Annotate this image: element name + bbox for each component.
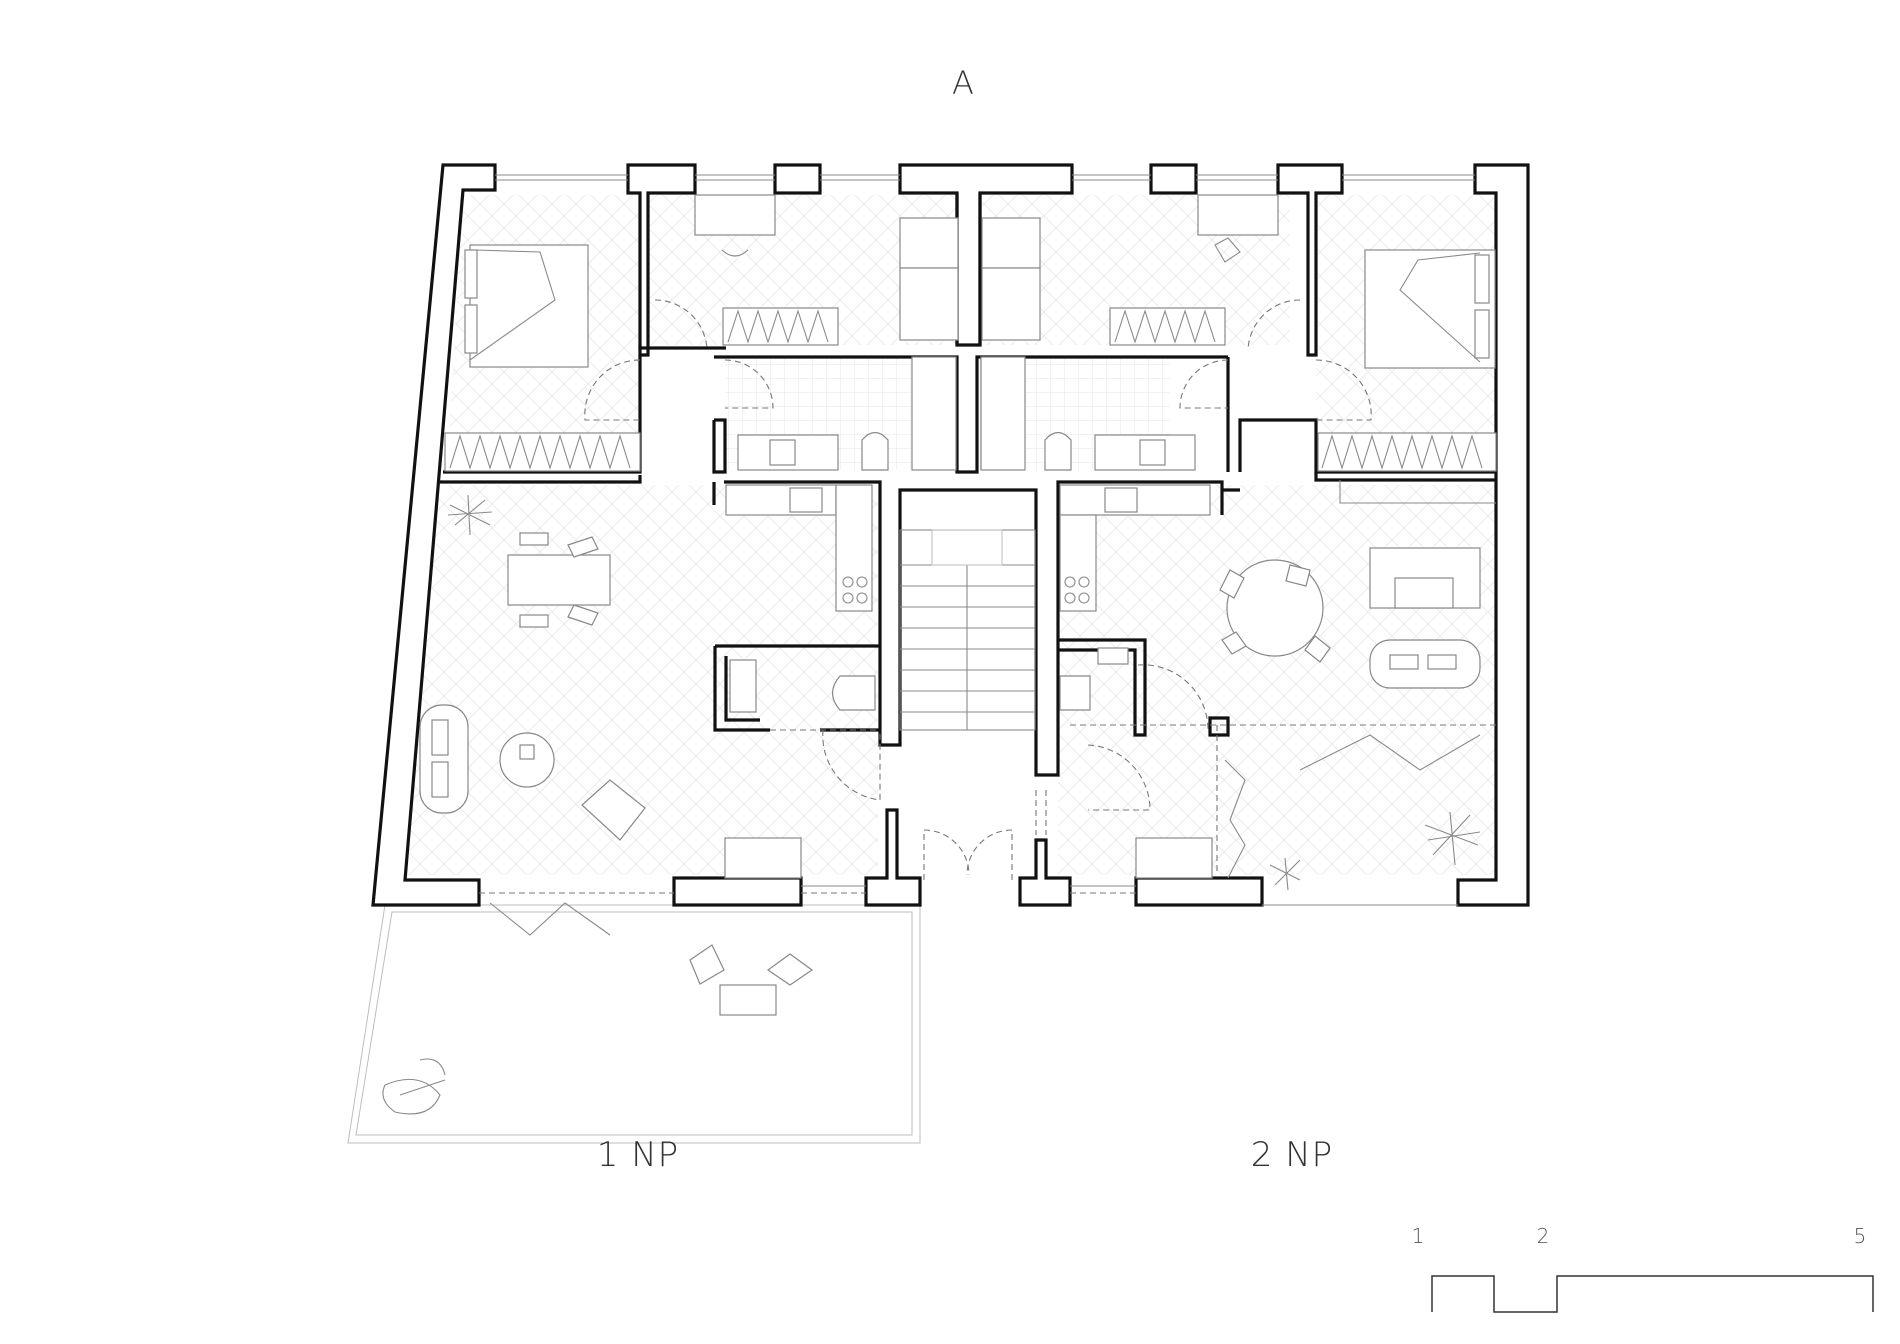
scale-bar bbox=[1431, 1275, 1874, 1313]
level-label-2np: 2 NP bbox=[1250, 1135, 1334, 1175]
bathrooms bbox=[729, 356, 1196, 713]
living-furniture bbox=[419, 480, 1496, 841]
terrace bbox=[347, 902, 921, 1144]
scale-label-1: 1 bbox=[1411, 1224, 1425, 1248]
level-label-1np: 1 NP bbox=[596, 1135, 680, 1175]
terrace-furniture bbox=[382, 944, 814, 1115]
desks bbox=[694, 194, 1279, 263]
kitchens bbox=[725, 484, 1211, 612]
door-swings bbox=[584, 299, 1372, 880]
exterior-walls bbox=[371, 163, 1530, 907]
wardrobes bbox=[444, 307, 1497, 879]
windows bbox=[479, 174, 1475, 906]
bed-left bbox=[464, 244, 589, 368]
staircase bbox=[899, 529, 1036, 731]
scale-label-2: 2 bbox=[1536, 1224, 1550, 1248]
scale-label-5: 5 bbox=[1853, 1224, 1867, 1248]
interior-walls bbox=[440, 193, 1496, 777]
plants bbox=[447, 494, 1481, 891]
balcony-2np bbox=[1070, 724, 1496, 879]
bed-right bbox=[1364, 249, 1496, 369]
single-beds bbox=[899, 217, 1041, 341]
section-label: A bbox=[952, 64, 974, 102]
